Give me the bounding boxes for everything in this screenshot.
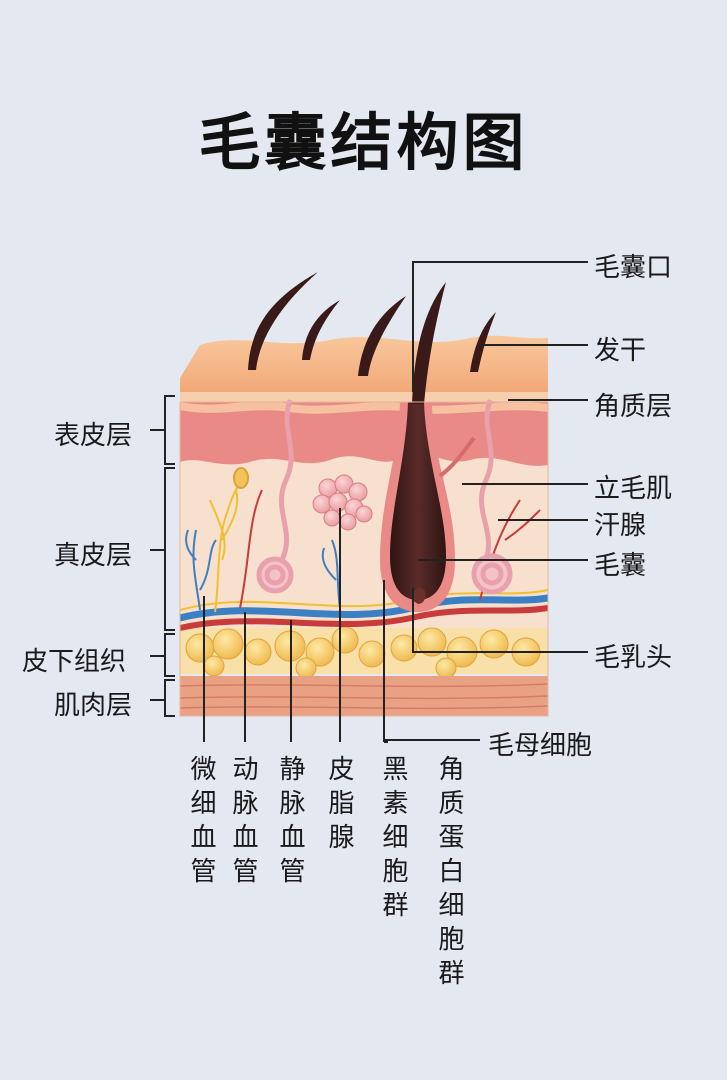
epidermis-layer bbox=[180, 402, 548, 466]
label-arrector-pili: 立毛肌 bbox=[594, 474, 673, 504]
label-muscle: 肌肉层 bbox=[54, 691, 133, 721]
page-title: 毛囊结构图 bbox=[198, 106, 529, 179]
left-brackets bbox=[150, 395, 175, 717]
label-dermis: 真皮层 bbox=[54, 541, 133, 571]
label-stratum-corneum: 角质层 bbox=[594, 392, 673, 422]
label-hair-shaft: 发干 bbox=[594, 336, 647, 366]
label-vein: 静脉血管 bbox=[275, 755, 305, 891]
label-sebaceous-gland: 皮脂腺 bbox=[324, 755, 354, 857]
label-matrix-cells: 毛母细胞 bbox=[488, 731, 593, 761]
label-sweat-gland: 汗腺 bbox=[594, 511, 647, 541]
label-dermal-papilla: 毛乳头 bbox=[594, 643, 673, 673]
label-epidermis: 表皮层 bbox=[54, 421, 133, 451]
arrector-pili-muscle bbox=[438, 436, 476, 478]
hair-shafts bbox=[248, 272, 496, 404]
muscle-layer bbox=[179, 676, 549, 716]
right-leaders bbox=[412, 261, 588, 653]
sebaceous-gland bbox=[312, 474, 373, 531]
label-follicle-opening: 毛囊口 bbox=[594, 253, 673, 283]
label-hair-follicle: 毛囊 bbox=[594, 551, 647, 581]
label-keratinocytes: 角质蛋白细胞群 bbox=[434, 755, 464, 993]
label-capillary: 微细血管 bbox=[186, 755, 216, 891]
sweat-glands bbox=[256, 399, 513, 595]
label-artery: 动脉血管 bbox=[228, 755, 258, 891]
label-melanocytes: 黑素细胞群 bbox=[378, 755, 408, 925]
label-subcutaneous: 皮下组织 bbox=[22, 647, 127, 677]
bottom-leaders bbox=[203, 508, 480, 743]
